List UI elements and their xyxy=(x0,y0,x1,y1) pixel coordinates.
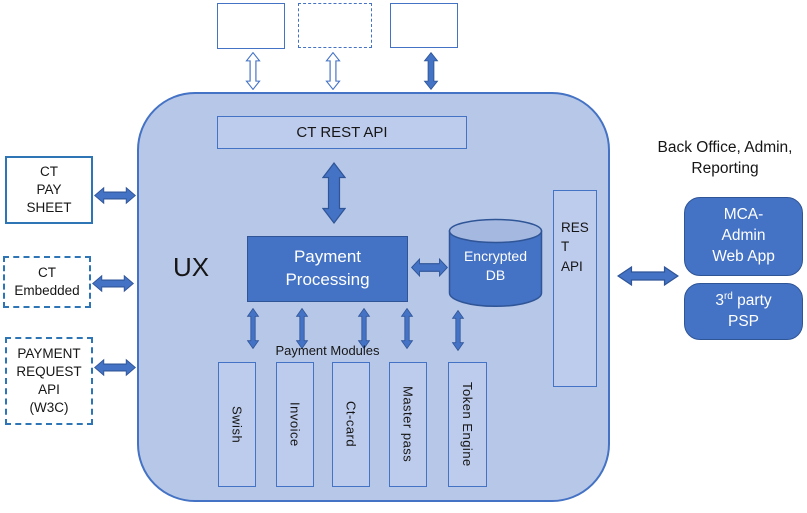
arrow-left-2 xyxy=(92,274,134,293)
psp-line-1: 3rd party xyxy=(715,290,771,312)
psp-sup: rd xyxy=(723,291,733,302)
arrow-ctrestapi-paymentprocessing xyxy=(322,162,346,224)
left-box-ct-pay-sheet: CT PAY SHEET xyxy=(5,156,93,224)
arrow-left-1 xyxy=(94,186,136,205)
payment-request-api-label: PAYMENT REQUEST API (W3C) xyxy=(16,346,82,415)
mca-admin-web-app-label: MCA- Admin Web App xyxy=(712,206,775,265)
module-label-ct-card: Ct-card xyxy=(343,401,359,448)
psp-rest: party xyxy=(732,292,772,310)
arrow-module-5 xyxy=(451,310,465,351)
module-label-invoice: Invoice xyxy=(287,402,303,447)
third-party-psp-label: 3rd party PSP xyxy=(715,290,771,333)
arrow-paymentprocessing-db xyxy=(411,257,448,278)
module-box-master-pass: Master pass xyxy=(389,362,427,487)
arrow-module-4 xyxy=(400,308,414,349)
ct-rest-api-label: CT REST API xyxy=(296,124,388,141)
top-box-3 xyxy=(390,3,458,48)
mca-admin-web-app-box: MCA- Admin Web App xyxy=(684,197,803,276)
right-panel-heading: Back Office, Admin, Reporting xyxy=(657,139,793,177)
module-label-token-engine: Token Engine xyxy=(460,382,475,467)
ct-rest-api-box: CT REST API xyxy=(217,116,467,149)
payment-modules-label: Payment Modules xyxy=(275,343,380,358)
module-box-invoice: Invoice xyxy=(276,362,314,487)
psp-num: 3 xyxy=(715,292,724,310)
ct-embedded-label: CT Embedded xyxy=(14,265,80,298)
rest-api-side-label: RES T API xyxy=(561,219,589,274)
arrow-top-1 xyxy=(245,52,261,90)
left-box-ct-embedded: CT Embedded xyxy=(3,256,91,308)
module-box-swish: Swish xyxy=(218,362,256,487)
module-box-ct-card: Ct-card xyxy=(332,362,370,487)
arrow-module-3 xyxy=(357,308,371,349)
module-label-master-pass: Master pass xyxy=(400,386,416,463)
top-box-1 xyxy=(217,3,285,49)
rest-api-side-box: RES T API xyxy=(553,190,597,387)
psp-line-2: PSP xyxy=(727,313,759,331)
payment-processing-box: Payment Processing xyxy=(247,236,408,302)
arrow-left-3 xyxy=(94,358,136,377)
encrypted-db-cylinder: Encrypted DB xyxy=(448,218,543,308)
ct-pay-sheet-label: CT PAY SHEET xyxy=(26,164,72,215)
arrow-top-2 xyxy=(325,52,341,90)
arrow-right xyxy=(617,265,679,287)
third-party-psp-box: 3rd party PSP xyxy=(684,283,803,340)
ux-label: UX xyxy=(173,252,210,282)
payment-processing-label: Payment Processing xyxy=(285,247,370,289)
module-label-swish: Swish xyxy=(229,405,245,444)
arrow-module-1 xyxy=(246,308,260,349)
encrypted-db-label: Encrypted DB xyxy=(463,248,528,283)
module-box-token-engine: Token Engine xyxy=(448,362,487,487)
top-box-2 xyxy=(298,3,372,48)
arrow-top-3 xyxy=(423,52,439,90)
left-box-payment-request-api: PAYMENT REQUEST API (W3C) xyxy=(5,337,93,425)
arrow-module-2 xyxy=(295,308,309,349)
